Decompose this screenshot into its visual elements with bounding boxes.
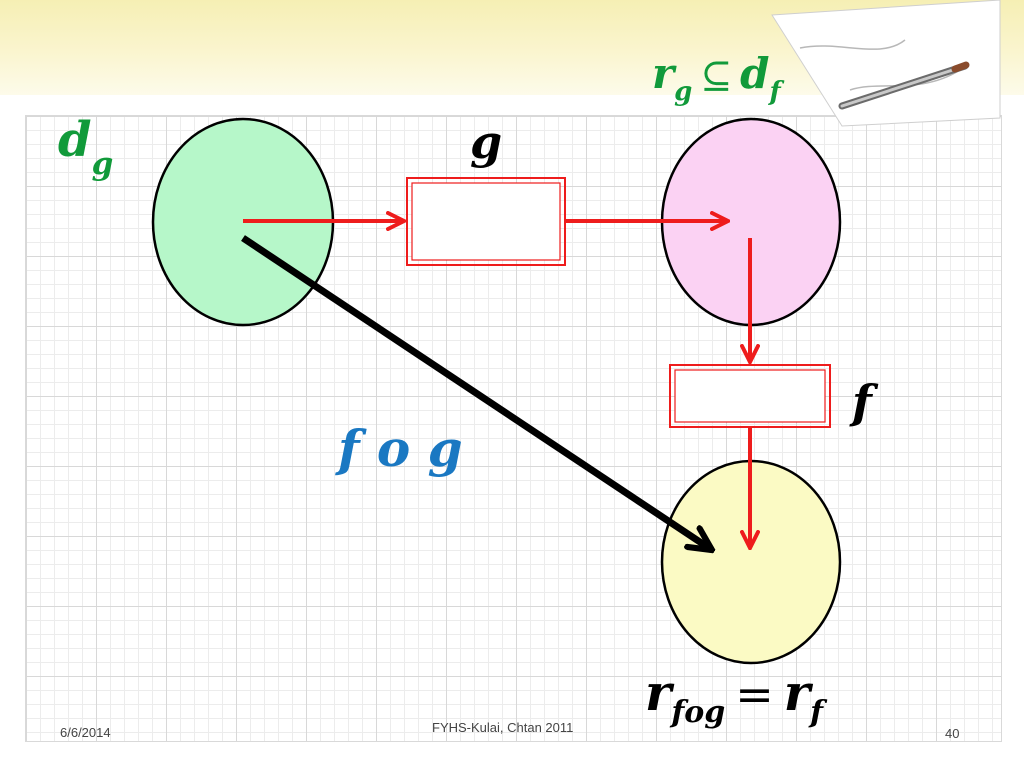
function-g-box	[406, 177, 566, 266]
label-range-composite: rfog=rf	[645, 663, 828, 730]
label-function-g: g	[470, 115, 502, 169]
arrow-composite-fog	[241, 235, 712, 550]
label-function-f: f	[849, 375, 879, 429]
label-composite: f o g	[335, 419, 463, 478]
label-range-subset: rg⊆df	[652, 49, 785, 107]
footer-page-number: 40	[945, 726, 960, 741]
paper-sheet-icon	[771, 0, 1001, 127]
label-domain-g: dg	[58, 112, 113, 182]
function-f-box	[669, 364, 831, 428]
footer-center: FYHS-Kulai, Chtan 2011	[432, 720, 574, 735]
footer-date: 6/6/2014	[60, 725, 111, 740]
pencil-icon	[838, 61, 970, 110]
